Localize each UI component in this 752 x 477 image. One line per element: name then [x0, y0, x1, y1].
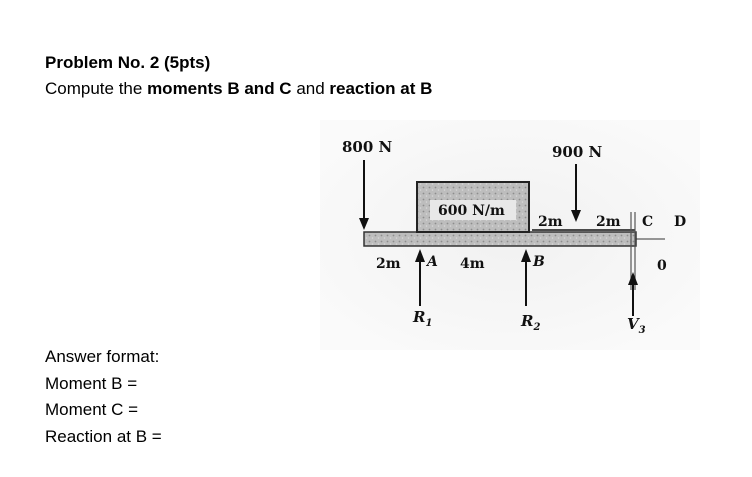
reaction-1-base: R [412, 308, 425, 326]
load-left-label: 800 N [342, 138, 393, 156]
beam-diagram: 600 N/m 800 N 900 N 2m 2m C D 0 2m 4m A … [320, 120, 700, 350]
problem-title: Problem No. 2 (5pts) [45, 53, 211, 72]
instruction-prefix: Compute the [45, 79, 148, 98]
dim-ab: 4m [460, 256, 485, 272]
dim-b-load: 2m [538, 214, 563, 230]
reaction-2-sub: 2 [532, 322, 540, 333]
answer-moment-c: Moment C = [45, 400, 139, 419]
answer-heading: Answer format: [45, 347, 160, 366]
load-right-arrowhead [571, 210, 581, 222]
zero-label: 0 [657, 258, 667, 274]
load-right-label: 900 N [552, 143, 603, 161]
point-b: B [532, 254, 545, 270]
beam [363, 231, 637, 247]
instruction-mid: and [291, 79, 330, 98]
instruction-bold-reaction: reaction at B [329, 79, 433, 98]
point-a: A [425, 254, 438, 270]
reaction-3-arrowhead [628, 272, 638, 285]
dim-left: 2m [376, 256, 401, 272]
reaction-2-base: R [520, 312, 533, 330]
reaction-1-arrowhead [415, 249, 425, 262]
reaction-1-label: R1 [412, 308, 432, 329]
dim-load-c: 2m [596, 214, 621, 230]
reaction-3-sub: 3 [639, 325, 646, 336]
reaction-3-label: V3 [627, 315, 646, 336]
point-c: C [642, 214, 653, 230]
reaction-1-sub: 1 [425, 318, 432, 329]
reaction-3-base: V [627, 315, 640, 333]
load-left-arrowhead [359, 218, 369, 230]
answer-format: Answer format: Moment B = Moment C = Rea… [45, 344, 162, 450]
distributed-load-label: 600 N/m [438, 203, 505, 219]
distributed-load-label-bg [430, 200, 516, 220]
reaction-2-label: R2 [520, 312, 540, 333]
reaction-2-arrowhead [521, 249, 531, 262]
answer-moment-b: Moment B = [45, 373, 138, 393]
instruction-bold-moments: moments B and C [147, 79, 292, 98]
point-d: D [674, 214, 686, 230]
answer-reaction-b: Reaction at B = [45, 426, 162, 446]
problem-instruction: Compute the moments B and C and reaction… [45, 79, 432, 99]
